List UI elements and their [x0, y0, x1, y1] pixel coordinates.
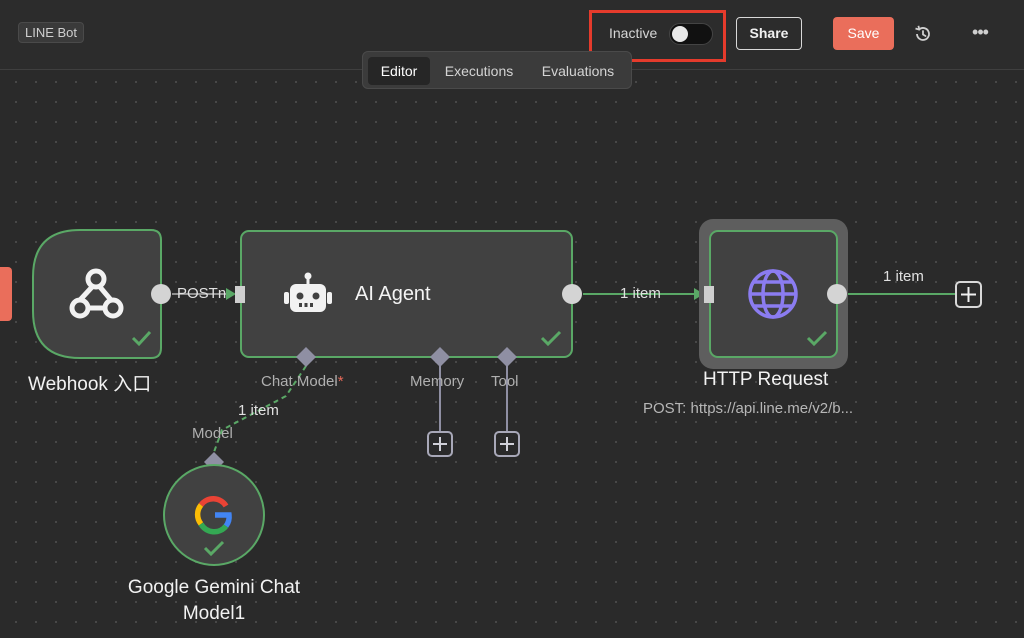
agent-output-port[interactable] [562, 284, 582, 304]
chat-model-port[interactable] [296, 347, 316, 367]
edge-arrow [226, 288, 236, 300]
tab-executions[interactable]: Executions [444, 63, 514, 79]
plus-icon [961, 287, 976, 302]
workflow-name[interactable]: LINE Bot [18, 22, 85, 43]
memory-port[interactable] [430, 347, 450, 367]
webhook-node[interactable] [32, 229, 162, 359]
webhook-node-label: Webhook 入口 [28, 374, 152, 395]
edge-label-cutoff: n [217, 285, 227, 302]
success-check-icon [131, 330, 152, 347]
highlight-box [589, 10, 726, 62]
gemini-node-label-line2: Model1 [182, 603, 246, 624]
chat-model-label-text: Chat Model [261, 373, 338, 390]
add-tool-button[interactable] [494, 431, 520, 457]
gemini-node-label-line1: Google Gemini Chat [127, 577, 301, 598]
memory-port-label: Memory [410, 373, 465, 390]
side-panel-handle[interactable] [0, 267, 12, 321]
gemini-port-label: Model [192, 425, 233, 442]
edge-label-model-items: 1 item [238, 402, 279, 419]
http-input-port[interactable] [704, 286, 714, 303]
edge-label-output-items: 1 item [883, 268, 924, 285]
robot-icon [284, 272, 332, 312]
tool-port[interactable] [497, 347, 517, 367]
agent-input-port[interactable] [235, 286, 245, 303]
webhook-output-port[interactable] [151, 284, 171, 304]
tool-port-label: Tool [491, 373, 519, 390]
edge-label-post: POSTn [177, 285, 226, 302]
add-memory-button[interactable] [427, 431, 453, 457]
history-button[interactable] [912, 23, 934, 45]
plus-icon [433, 437, 447, 451]
toggle-knob [672, 26, 688, 42]
webhook-icon [69, 268, 124, 319]
success-check-icon [203, 540, 225, 557]
gemini-node[interactable] [163, 464, 265, 566]
add-node-button[interactable] [955, 281, 982, 308]
history-icon [915, 25, 930, 41]
activation-status-label: Inactive [609, 25, 658, 41]
globe-icon [748, 269, 798, 319]
more-options-button[interactable]: ••• [972, 22, 989, 42]
required-asterisk: * [337, 373, 344, 390]
http-node-subtitle: POST: https://api.line.me/v2/b... [643, 400, 854, 417]
activation-toggle[interactable] [669, 23, 713, 45]
edge-label-post-text: POST [177, 285, 218, 302]
edge-label-items: 1 item [620, 285, 661, 302]
http-output-port[interactable] [827, 284, 847, 304]
tab-evaluations[interactable]: Evaluations [541, 63, 615, 79]
share-button[interactable]: Share [736, 17, 802, 50]
plus-icon [500, 437, 514, 451]
google-icon [194, 496, 232, 535]
success-check-icon [806, 330, 828, 347]
success-check-icon [540, 330, 562, 347]
view-tabs: Editor Executions Evaluations [362, 51, 632, 89]
chat-model-port-label: Chat Model* [261, 373, 344, 390]
tab-editor[interactable]: Editor [368, 57, 430, 85]
agent-node-title: AI Agent [355, 283, 431, 305]
edge-gemini-agent[interactable] [213, 365, 307, 453]
save-button[interactable]: Save [833, 17, 894, 50]
http-node-label: HTTP Request [703, 369, 829, 390]
